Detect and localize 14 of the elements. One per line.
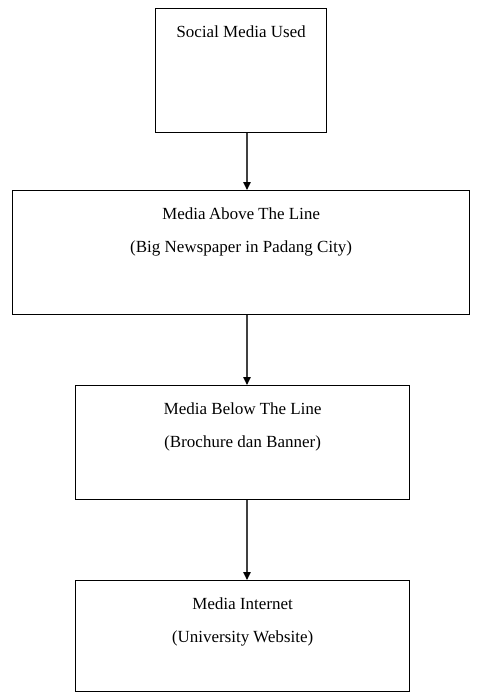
process-box	[12, 190, 470, 315]
process-box	[75, 385, 410, 500]
box-text: (Big Newspaper in Padang City)	[130, 236, 352, 258]
box-text: (University Website)	[172, 626, 314, 648]
box-text: Media Below The Line	[164, 398, 322, 420]
process-box	[155, 8, 327, 133]
box-text: Social Media Used	[176, 21, 306, 42]
box-text: Media Internet	[192, 593, 293, 614]
box-text: (Brochure dan Banner)	[164, 431, 321, 452]
process-box	[75, 580, 410, 692]
arrow	[243, 133, 251, 190]
arrow	[243, 315, 251, 385]
box-text: Media Above The Line	[162, 203, 320, 224]
arrow	[243, 500, 251, 580]
